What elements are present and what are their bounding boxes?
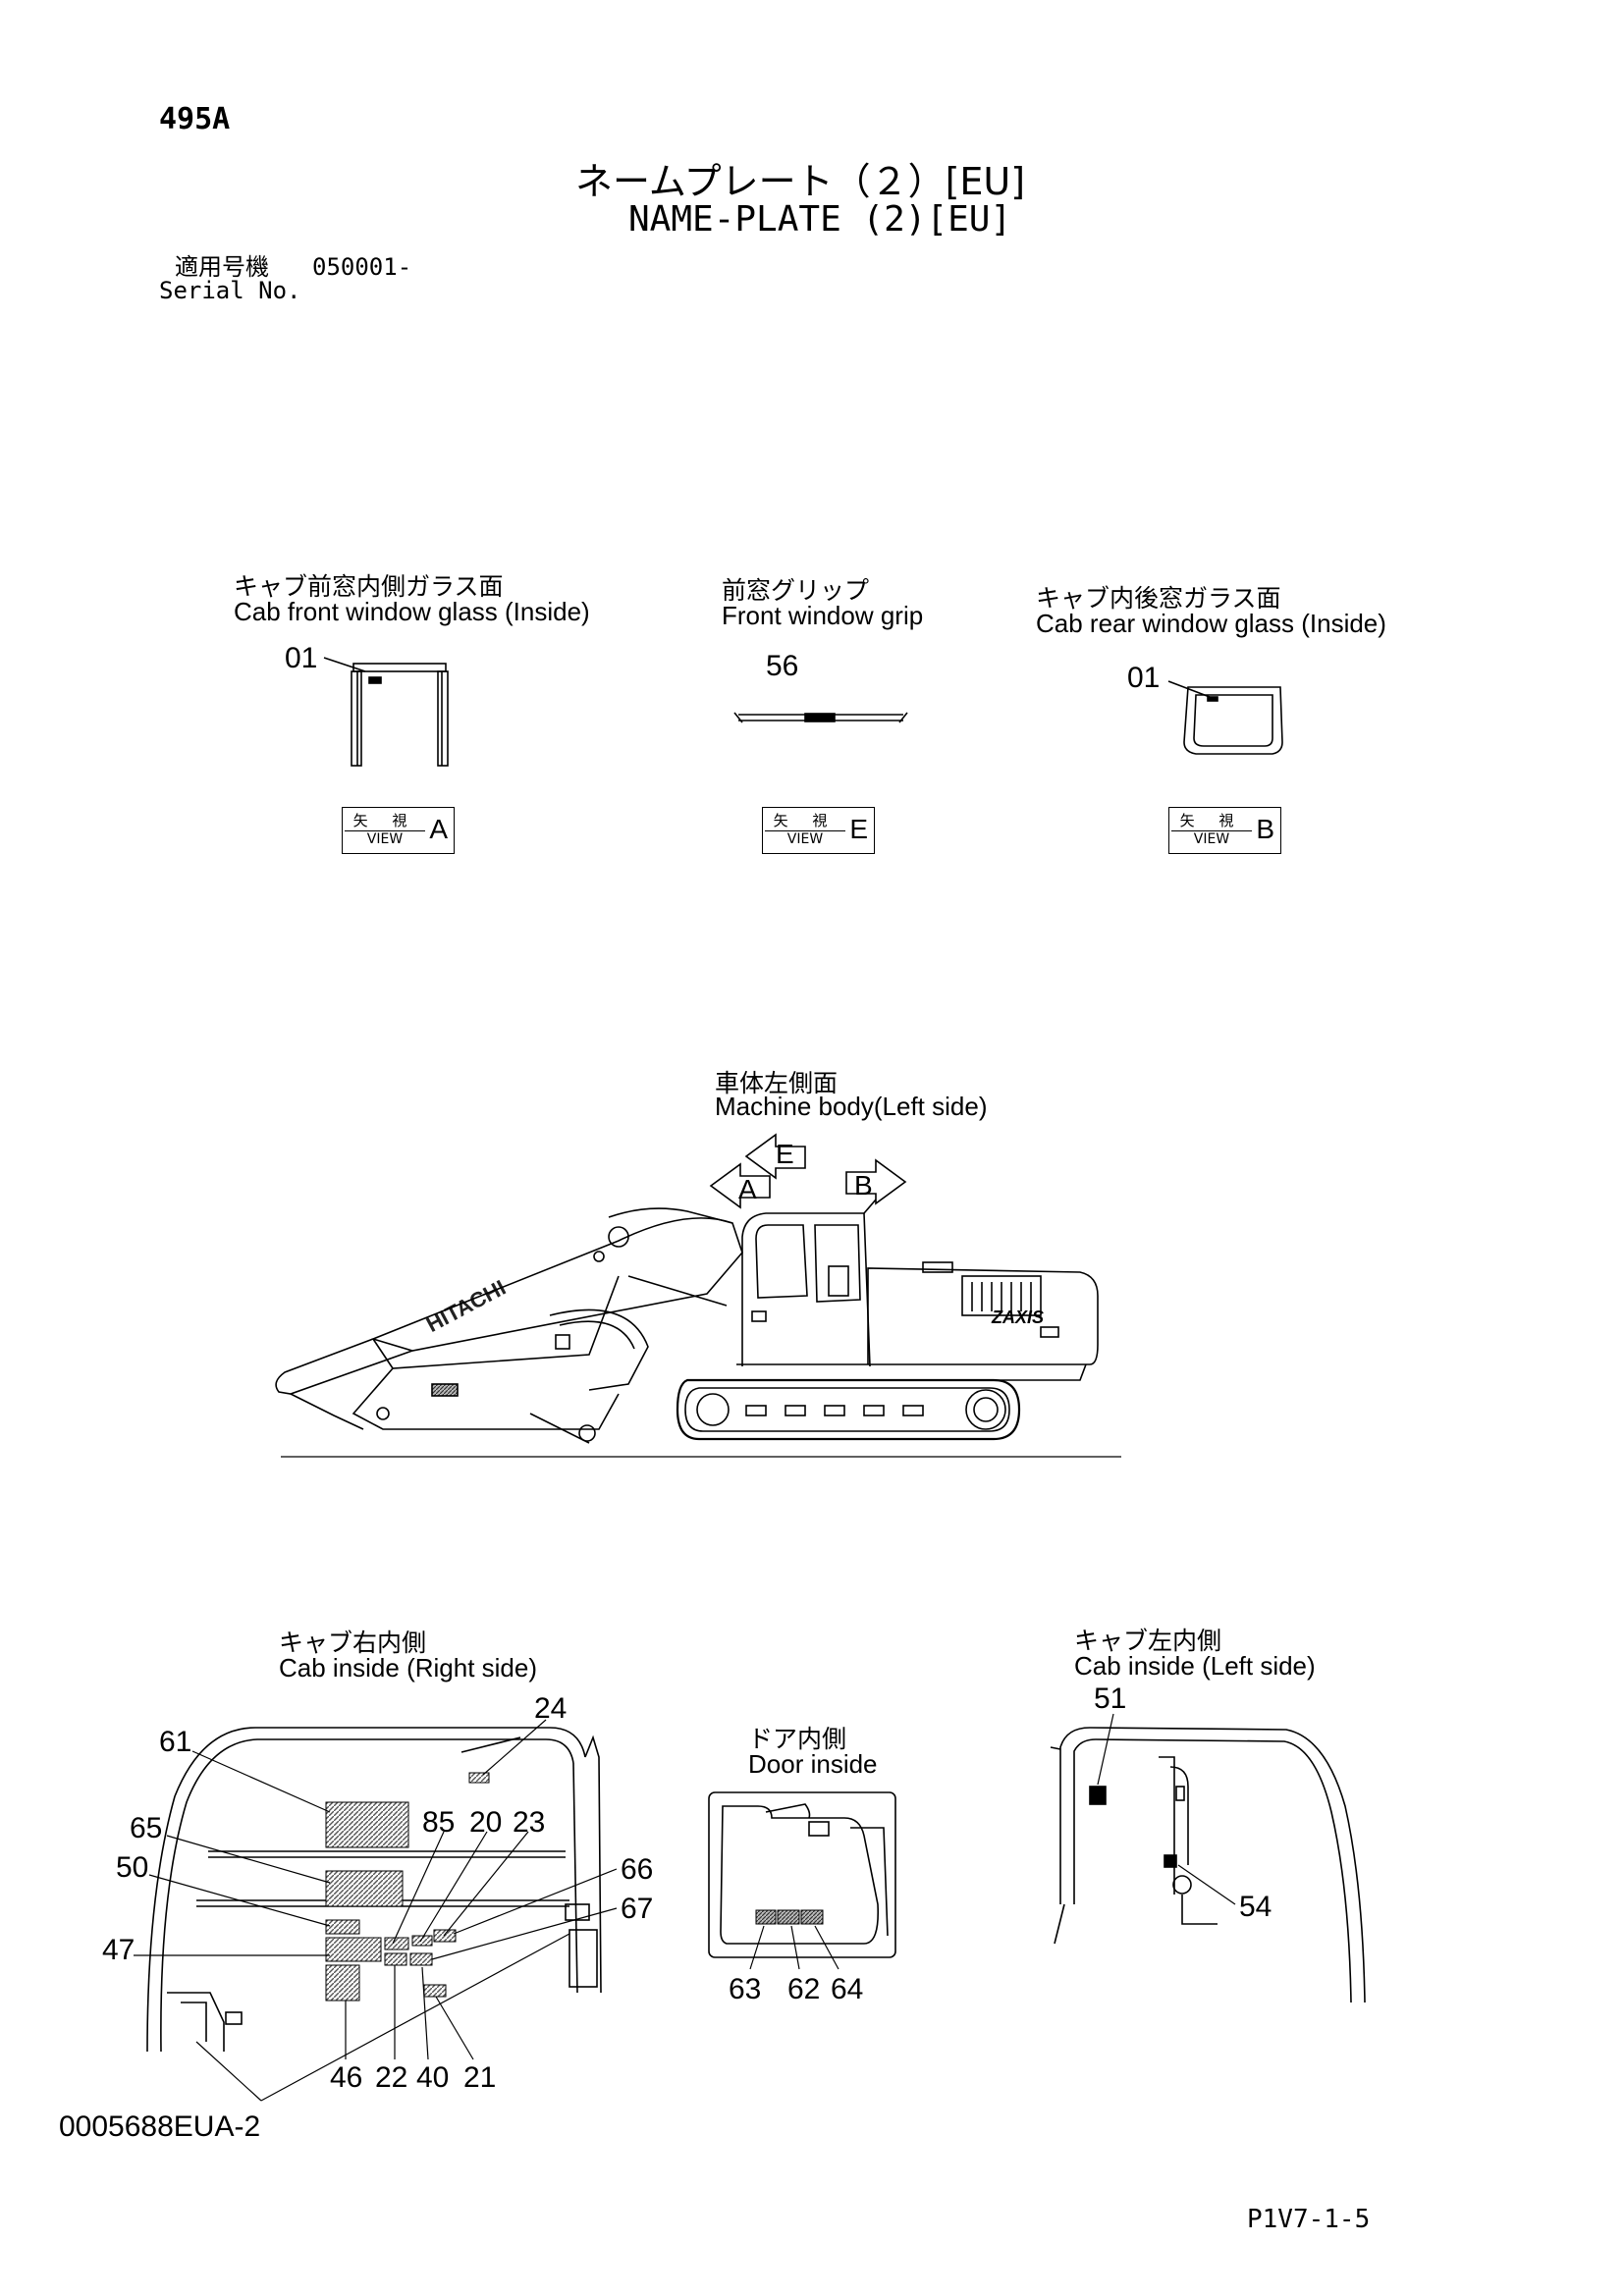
page-title-en: NAME-PLATE (2)[EU] xyxy=(628,199,1012,240)
cab-left-drawing xyxy=(1050,1713,1366,2003)
callout-65: 65 xyxy=(130,1812,163,1844)
callout-21: 21 xyxy=(463,2061,497,2094)
catalog-code: 495A xyxy=(159,102,231,136)
excavator-drawing xyxy=(275,1199,1121,1458)
callout-64: 64 xyxy=(831,1973,864,2005)
door-drawing xyxy=(708,1791,896,1970)
callout-85: 85 xyxy=(422,1806,456,1839)
machine-caption-en: Machine body(Left side) xyxy=(715,1092,988,1121)
front-grip-caption-en: Front window grip xyxy=(722,601,924,630)
front-grip-drawing xyxy=(733,712,908,723)
serial-label-en: Serial No. xyxy=(159,277,301,304)
cab-right-caption-jp: キャブ右内側 xyxy=(279,1629,427,1657)
page-number: P1V7-1-5 xyxy=(1247,2205,1371,2234)
callout-56: 56 xyxy=(766,650,799,682)
callout-62: 62 xyxy=(787,1973,821,2005)
door-caption-jp: ドア内側 xyxy=(748,1725,847,1753)
view-letter-e: E xyxy=(849,814,868,844)
callout-47: 47 xyxy=(102,1934,135,1966)
callout-61: 61 xyxy=(159,1726,192,1758)
drawing-number: 0005688EUA-2 xyxy=(59,2110,261,2143)
callout-66: 66 xyxy=(621,1853,654,1886)
view-label-en: VIEW xyxy=(366,831,404,847)
callout-23: 23 xyxy=(513,1806,546,1839)
rear-glass-drawing xyxy=(1167,680,1283,755)
callout-22: 22 xyxy=(375,2061,408,2094)
brand-zaxis: ZAXIS xyxy=(992,1308,1045,1327)
cab-right-caption-en: Cab inside (Right side) xyxy=(279,1653,538,1682)
view-label-jp: 矢 視 xyxy=(1171,810,1252,831)
callout-46: 46 xyxy=(330,2061,363,2094)
view-label-en: VIEW xyxy=(1193,831,1230,847)
front-glass-caption-en: Cab front window glass (Inside) xyxy=(234,597,590,626)
serial-value: 050001- xyxy=(312,253,412,281)
view-letter-a: A xyxy=(429,814,448,844)
front-grip-caption-jp: 前窓グリップ xyxy=(722,576,870,605)
view-label-en: VIEW xyxy=(786,831,824,847)
door-caption-en: Door inside xyxy=(748,1749,878,1779)
callout-63: 63 xyxy=(729,1973,762,2005)
view-label-jp: 矢 視 xyxy=(345,810,425,831)
view-letter-b: B xyxy=(1256,814,1274,844)
page-title-jp: ネームプレート（２）[EU] xyxy=(575,160,1026,203)
serial-label-jp: 適用号機 xyxy=(175,253,269,281)
callout-67: 67 xyxy=(621,1893,654,1925)
callout-24: 24 xyxy=(534,1692,568,1725)
cab-left-caption-jp: キャブ左内側 xyxy=(1074,1627,1222,1655)
front-glass-caption-jp: キャブ前窓内側ガラス面 xyxy=(234,572,504,601)
rear-glass-caption-en: Cab rear window glass (Inside) xyxy=(1036,609,1386,638)
callout-54: 54 xyxy=(1239,1891,1272,1923)
callout-01-front: 01 xyxy=(285,642,318,674)
view-b-box: 矢 視 VIEW B xyxy=(1168,807,1281,854)
machine-caption-jp: 車体左側面 xyxy=(715,1069,839,1097)
rear-glass-caption-jp: キャブ内後窓ガラス面 xyxy=(1036,584,1281,613)
view-label-jp: 矢 視 xyxy=(765,810,845,831)
view-e-box: 矢 視 VIEW E xyxy=(762,807,875,854)
view-a-box: 矢 視 VIEW A xyxy=(342,807,455,854)
callout-51: 51 xyxy=(1094,1682,1127,1715)
cab-left-caption-en: Cab inside (Left side) xyxy=(1074,1651,1316,1681)
callout-01-rear: 01 xyxy=(1127,662,1161,694)
front-glass-drawing xyxy=(323,657,449,767)
callout-50: 50 xyxy=(116,1851,149,1884)
callout-40: 40 xyxy=(416,2061,450,2094)
